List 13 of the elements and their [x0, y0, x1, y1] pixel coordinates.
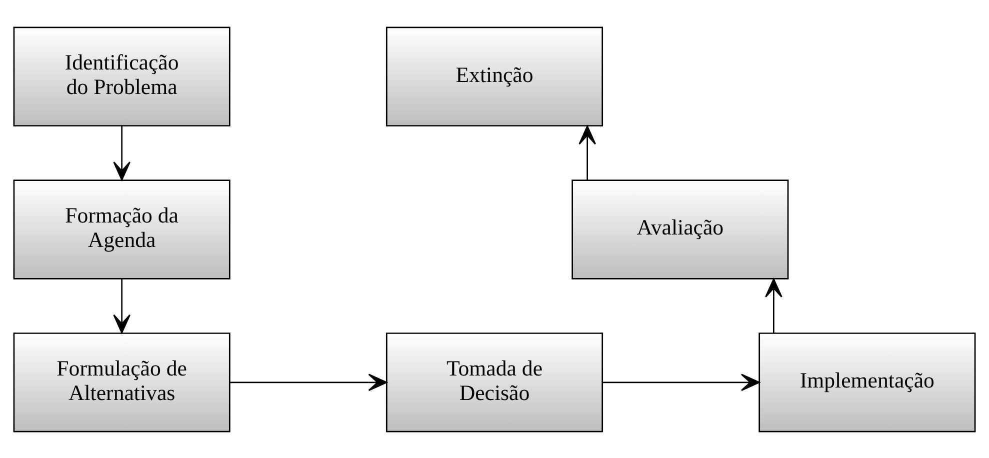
arrow	[113, 125, 130, 180]
node-box: Avaliação	[572, 179, 789, 279]
arrow	[602, 373, 760, 391]
arrow	[230, 373, 388, 391]
node-box: Implementação	[758, 332, 976, 432]
arrow	[578, 125, 596, 180]
node-box: Formação da Agenda	[13, 179, 230, 279]
node-box: Identificação do Problema	[13, 26, 230, 126]
node-box: Formulação de Alternativas	[13, 332, 230, 432]
arrow	[765, 278, 782, 333]
arrow	[113, 278, 130, 333]
node-box: Tomada de Decisão	[386, 332, 604, 432]
node-box: Extinção	[386, 26, 604, 126]
